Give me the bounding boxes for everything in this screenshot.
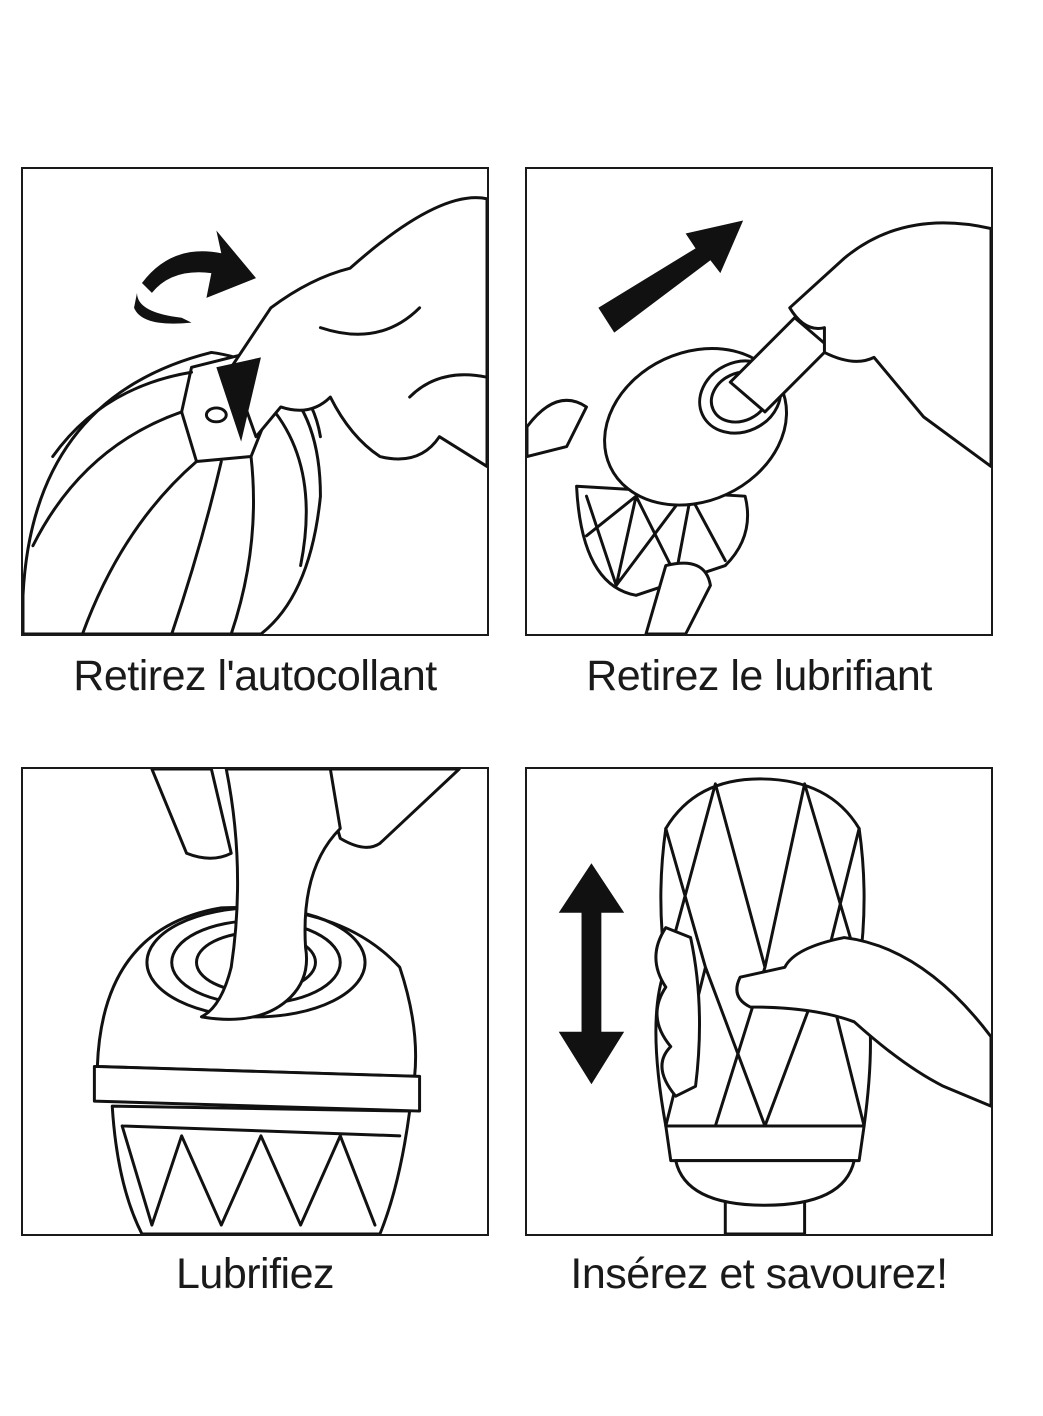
step-1-caption: Retirez l'autocollant [73, 652, 437, 700]
step-1-illustration [21, 167, 489, 636]
step-4-illustration [525, 767, 993, 1236]
up-down-arrow-icon [558, 863, 625, 1085]
step-3-caption: Lubrifiez [175, 1250, 335, 1298]
insert-and-enjoy-drawing [558, 777, 991, 1234]
lubricate-drawing [92, 769, 461, 1234]
hand-drawing [216, 196, 487, 468]
diagonal-arrow-icon [598, 220, 744, 333]
step-2-illustration [525, 167, 993, 636]
remove-lubricant-drawing [527, 220, 991, 634]
step-4-caption: Insérez et savourez! [570, 1250, 948, 1298]
lubricant-pour-icon [150, 769, 461, 860]
hand-drawing [527, 221, 991, 634]
curved-arrow-icon [134, 230, 256, 324]
remove-sticker-drawing [23, 196, 487, 634]
step-3-illustration [21, 767, 489, 1236]
hand-drawing [654, 926, 991, 1108]
cup-drawing [654, 777, 872, 1234]
step-2-caption: Retirez le lubrifiant [586, 652, 932, 700]
cup-drawing [575, 316, 831, 597]
lubricant-stream [199, 769, 342, 1021]
